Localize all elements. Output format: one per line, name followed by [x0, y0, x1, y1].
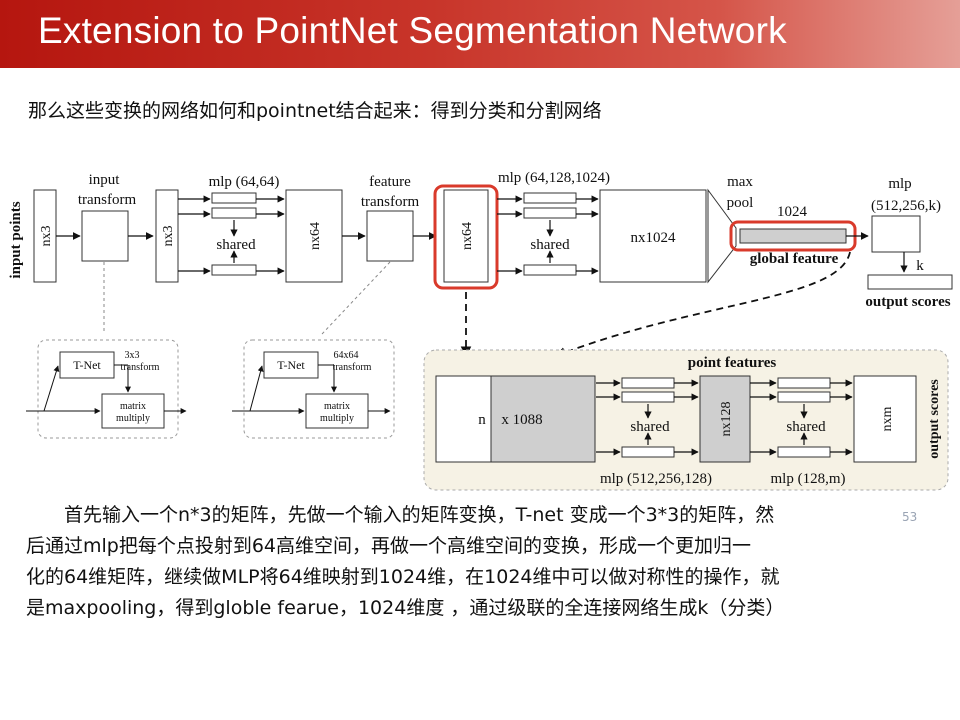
mlp-cls-label-1: mlp — [888, 176, 911, 192]
mlp-64-unit-top — [211, 192, 257, 204]
mlp-seg-1-label: mlp (512,256,128) — [600, 471, 712, 487]
feature-transform-label-2: transform — [361, 194, 420, 210]
paragraph-line: 化的64维矩阵，继续做MLP将64维映射到1024维，在1024维中可以做对称性… — [26, 566, 780, 588]
feature-transform-label-1: feature — [369, 174, 411, 190]
matmul-label-2a: matrix — [324, 401, 350, 412]
seg-1088-block — [490, 375, 596, 463]
nx64-highlight — [433, 184, 499, 290]
mlp-seg-2-label: mlp (128,m) — [771, 471, 846, 487]
slide-page-number: 53 — [902, 510, 918, 524]
input-transform-block — [81, 210, 129, 262]
mlp-cls-block — [871, 215, 921, 253]
nx128-block — [699, 375, 751, 463]
tnet-transform-2a: 64x64 — [334, 350, 359, 361]
input-transform-label-1: input — [89, 172, 121, 188]
nx64-block-a — [285, 189, 343, 283]
tnet-box-2 — [263, 351, 319, 379]
matmul-label-2b: multiply — [320, 413, 354, 424]
title-bar: Extension to PointNet Segmentation Netwo… — [0, 0, 960, 68]
nx1024-block — [599, 189, 707, 283]
seg-1088-label: x 1088 — [501, 412, 542, 428]
mlp-64-unit-bot — [211, 264, 257, 276]
slide-title: Extension to PointNet Segmentation Netwo… — [38, 10, 787, 51]
nx3-label-a: nx3 — [39, 226, 54, 247]
mlp-1024-unit-mid — [523, 207, 577, 219]
max-label: max — [727, 174, 753, 190]
seg-mlp1-unit-bot — [621, 446, 675, 458]
nx1024-label: nx1024 — [631, 230, 677, 246]
paragraph-line: 后通过mlp把每个点投射到64高维空间，再做一个高维空间的变换，形成一个更加归一 — [26, 535, 752, 557]
global-feature-label: global feature — [750, 251, 839, 267]
tnet-panel-1 — [37, 339, 179, 439]
matmul-label-1b: multiply — [116, 413, 150, 424]
output-scores-seg-label: output scores — [927, 379, 942, 459]
mlp-1024-label: mlp (64,128,1024) — [498, 170, 610, 186]
k-label: k — [916, 258, 924, 274]
explanation-paragraph: 首先输入一个n*3的矩阵，先做一个输入的矩阵变换，T-net 变成一个3*3的矩… — [26, 500, 944, 624]
seg-n-label: n — [478, 412, 486, 428]
nx3-block-b — [155, 189, 179, 283]
intro-text: 那么这些变换的网络如何和pointnet结合起来：得到分类和分割网络 — [28, 100, 602, 122]
tnet-panel-2 — [243, 339, 395, 439]
shared-label-1: shared — [216, 237, 256, 253]
tnet-transform-2b: transform — [333, 362, 372, 373]
matmul-box-2 — [305, 393, 369, 429]
shared-label-2: shared — [530, 237, 570, 253]
matmul-label-1a: matrix — [120, 401, 146, 412]
mlp-1024-unit-top — [523, 192, 577, 204]
seg-mlp2-unit-top — [777, 377, 831, 389]
output-scores-bar — [867, 274, 953, 290]
global-feature-bar — [739, 228, 847, 244]
tnet-label-2: T-Net — [277, 358, 305, 372]
dim-1024-label: 1024 — [777, 204, 808, 220]
shared-label-3: shared — [630, 419, 670, 435]
mlp-64-unit-mid — [211, 207, 257, 219]
seg-mlp2-unit-bot — [777, 446, 831, 458]
max-pool-funnel — [707, 188, 737, 284]
paragraph-line: 是maxpooling，得到globle fearue，1024维度 ，通过级联… — [26, 597, 785, 619]
tnet-transform-1b: transform — [121, 362, 160, 373]
feature-transform-block — [366, 210, 414, 262]
shared-label-4: shared — [786, 419, 826, 435]
nxm-block — [853, 375, 917, 463]
tnet-label-1: T-Net — [73, 358, 101, 372]
nx64-label-a: nx64 — [308, 222, 323, 250]
pool-label: pool — [727, 195, 754, 211]
output-scores-label: output scores — [865, 294, 950, 310]
nx128-label: nx128 — [719, 402, 734, 437]
nx64-block-b — [443, 189, 489, 283]
nxm-label: nxm — [880, 406, 895, 431]
matmul-box-1 — [101, 393, 165, 429]
tnet-transform-1a: 3x3 — [125, 350, 140, 361]
seg-mlp1-unit-top — [621, 377, 675, 389]
seg-mlp1-unit-mid — [621, 391, 675, 403]
point-features-label: point features — [688, 355, 777, 371]
input-points-label: input points — [8, 201, 24, 278]
paragraph-line: 首先输入一个n*3的矩阵，先做一个输入的矩阵变换，T-net 变成一个3*3的矩… — [26, 504, 775, 526]
nx64-label-b: nx64 — [460, 222, 475, 250]
seg-n-block — [435, 375, 492, 463]
nx3-label-b: nx3 — [161, 226, 176, 247]
input-transform-label-2: transform — [78, 192, 137, 208]
mlp-64-label: mlp (64,64) — [209, 174, 280, 190]
mlp-1024-unit-bot — [523, 264, 577, 276]
mlp-cls-label-2: (512,256,k) — [871, 198, 941, 214]
seg-mlp2-unit-mid — [777, 391, 831, 403]
